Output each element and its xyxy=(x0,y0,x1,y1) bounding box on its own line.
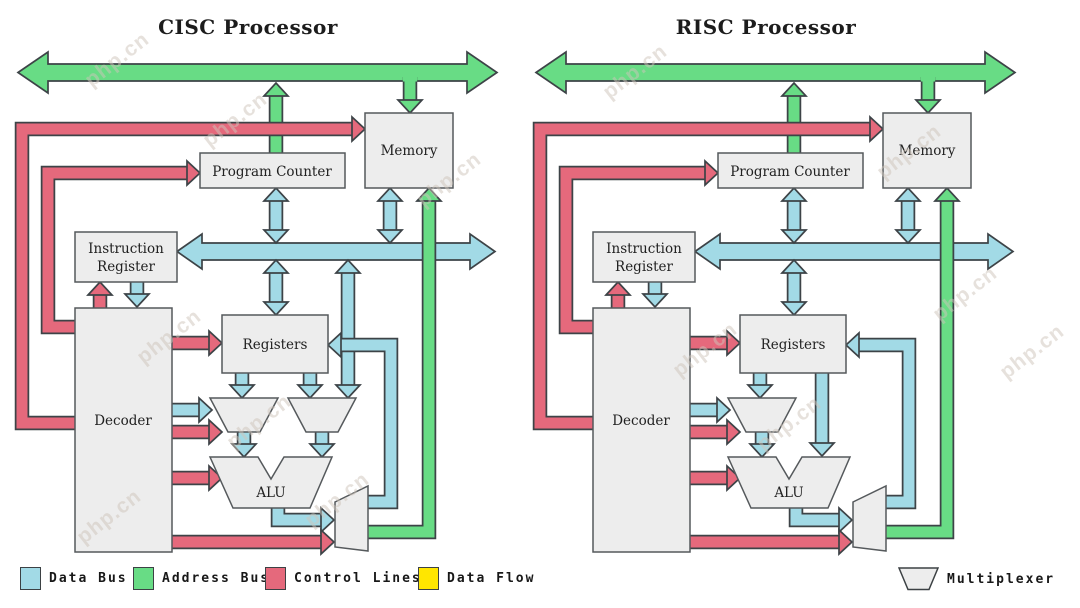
instruction-register-label-1: Instruction xyxy=(606,241,682,257)
panel-title: CISC Processor xyxy=(158,15,338,39)
alu-shape xyxy=(726,456,852,509)
control-line-to-memory xyxy=(532,115,885,431)
address-bus xyxy=(534,50,1017,95)
address-bus xyxy=(16,50,499,95)
addressbus-memory-branch xyxy=(396,73,424,115)
legend-item-control-lines: Control Lines xyxy=(265,567,422,590)
legend-item-multiplexer: Multiplexer xyxy=(898,567,1055,591)
registers-box xyxy=(221,314,329,374)
multiplexer-left xyxy=(208,397,280,433)
output-multiplexer xyxy=(852,484,887,552)
processor-architecture-diagram: CISC Processor Memory Program Counter In… xyxy=(14,15,1017,556)
data-flow-swatch xyxy=(418,567,439,590)
multiplexer xyxy=(726,397,798,433)
decoder-label: Decoder xyxy=(94,413,152,429)
instruction-register-label-2: Register xyxy=(615,259,673,275)
program-counter-label: Program Counter xyxy=(212,164,332,180)
data-bus-swatch xyxy=(20,567,41,590)
outputmux-to-memory-address-line xyxy=(366,186,443,540)
legend-label-data-flow: Data Flow xyxy=(447,571,536,586)
legend-label-data-bus: Data Bus xyxy=(49,571,128,586)
decoder-label: Decoder xyxy=(612,413,670,429)
alu-output-arrow xyxy=(270,504,336,534)
decoder-box xyxy=(74,307,173,553)
legend-label-multiplexer: Multiplexer xyxy=(947,571,1056,587)
outputmux-to-registers-feedback xyxy=(326,331,399,510)
legend-item-data-flow: Data Flow xyxy=(418,567,535,590)
program-counter-box xyxy=(199,152,346,189)
legend-item-data-bus: Data Bus xyxy=(20,567,128,590)
output-multiplexer xyxy=(334,484,369,552)
legend-label-control-lines: Control Lines xyxy=(294,571,422,586)
alu-output-arrow xyxy=(788,504,854,534)
legend-item-address-bus: Address Bus xyxy=(133,567,270,590)
memory-box xyxy=(882,112,972,189)
legend-label-address-bus: Address Bus xyxy=(162,571,271,586)
memory-label: Memory xyxy=(381,143,438,159)
instruction-register-label-1: Instruction xyxy=(88,241,164,257)
alu-label: ALU xyxy=(773,485,803,501)
control-line-to-memory xyxy=(14,115,367,431)
outputmux-to-registers-feedback xyxy=(844,331,917,510)
registers-label: Registers xyxy=(243,337,308,353)
data-bus xyxy=(693,232,1015,271)
alu-shape xyxy=(208,456,334,509)
multiplexer-right xyxy=(286,397,358,433)
memory-box xyxy=(364,112,454,189)
instruction-register-box xyxy=(74,231,178,283)
control-lines-swatch xyxy=(265,567,286,590)
instruction-register-box xyxy=(592,231,696,283)
risc-panel: RISC Processor Memory Program Counter In… xyxy=(532,15,1017,556)
program-counter-box xyxy=(717,152,864,189)
control-line-to-pc xyxy=(40,159,202,335)
decoder-box xyxy=(592,307,691,553)
control-line-to-pc xyxy=(558,159,720,335)
address-bus-swatch xyxy=(133,567,154,590)
program-counter-label: Program Counter xyxy=(730,164,850,180)
registers-box xyxy=(739,314,847,374)
alu-label: ALU xyxy=(255,485,285,501)
addressbus-memory-branch xyxy=(914,73,942,115)
panel-title: RISC Processor xyxy=(676,15,857,39)
memory-label: Memory xyxy=(899,143,956,159)
registers-label: Registers xyxy=(761,337,826,353)
outputmux-to-memory-address-line xyxy=(884,186,961,540)
multiplexer-swatch-icon xyxy=(898,567,939,591)
instruction-register-label-2: Register xyxy=(97,259,155,275)
cisc-panel: CISC Processor Memory Program Counter In… xyxy=(14,15,499,556)
data-bus xyxy=(175,232,497,271)
